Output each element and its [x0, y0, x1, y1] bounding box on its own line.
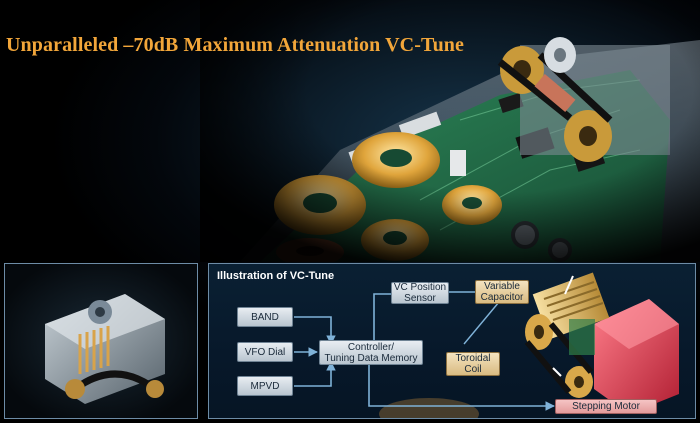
- vc-assembly-drawing: [524, 272, 679, 414]
- signal-wires: [294, 272, 679, 418]
- vc-assembly-illustration: [45, 294, 165, 404]
- toroidal-coil-label-line1: Toroidal: [455, 353, 491, 364]
- controller-label-line2: Tuning Data Memory: [324, 352, 418, 364]
- vc-position-label-line1: VC Position: [393, 282, 447, 293]
- controller-block: Controller/ Tuning Data Memory: [319, 340, 423, 365]
- vc-tune-illustration: Illustration of VC-Tune BAND VFO Dial MP…: [208, 263, 696, 419]
- mpvd-block: MPVD: [237, 376, 293, 396]
- toroidal-coil-label-line2: Coil: [464, 364, 482, 375]
- vc-position-sensor-block: VC Position Sensor: [391, 282, 449, 304]
- controller-label-line1: Controller/: [347, 341, 395, 353]
- vfo-dial-block: VFO Dial: [237, 342, 293, 362]
- stepping-motor-block: Stepping Motor: [555, 399, 657, 414]
- illustration-title: Illustration of VC-Tune: [217, 270, 335, 282]
- coil-shadow: [379, 398, 479, 418]
- variable-capacitor-block: Variable Capacitor: [475, 280, 529, 304]
- vc-assembly-photo: [4, 263, 198, 419]
- variable-capacitor-label-line2: Capacitor: [480, 292, 524, 303]
- band-block: BAND: [237, 307, 293, 327]
- variable-capacitor-label-line1: Variable: [484, 281, 520, 292]
- pcb-photo: [200, 0, 700, 262]
- vc-position-label-line2: Sensor: [404, 293, 436, 304]
- toroidal-coil-block: Toroidal Coil: [446, 352, 500, 376]
- hero-title: Unparalleled –70dB Maximum Attenuation V…: [6, 34, 464, 56]
